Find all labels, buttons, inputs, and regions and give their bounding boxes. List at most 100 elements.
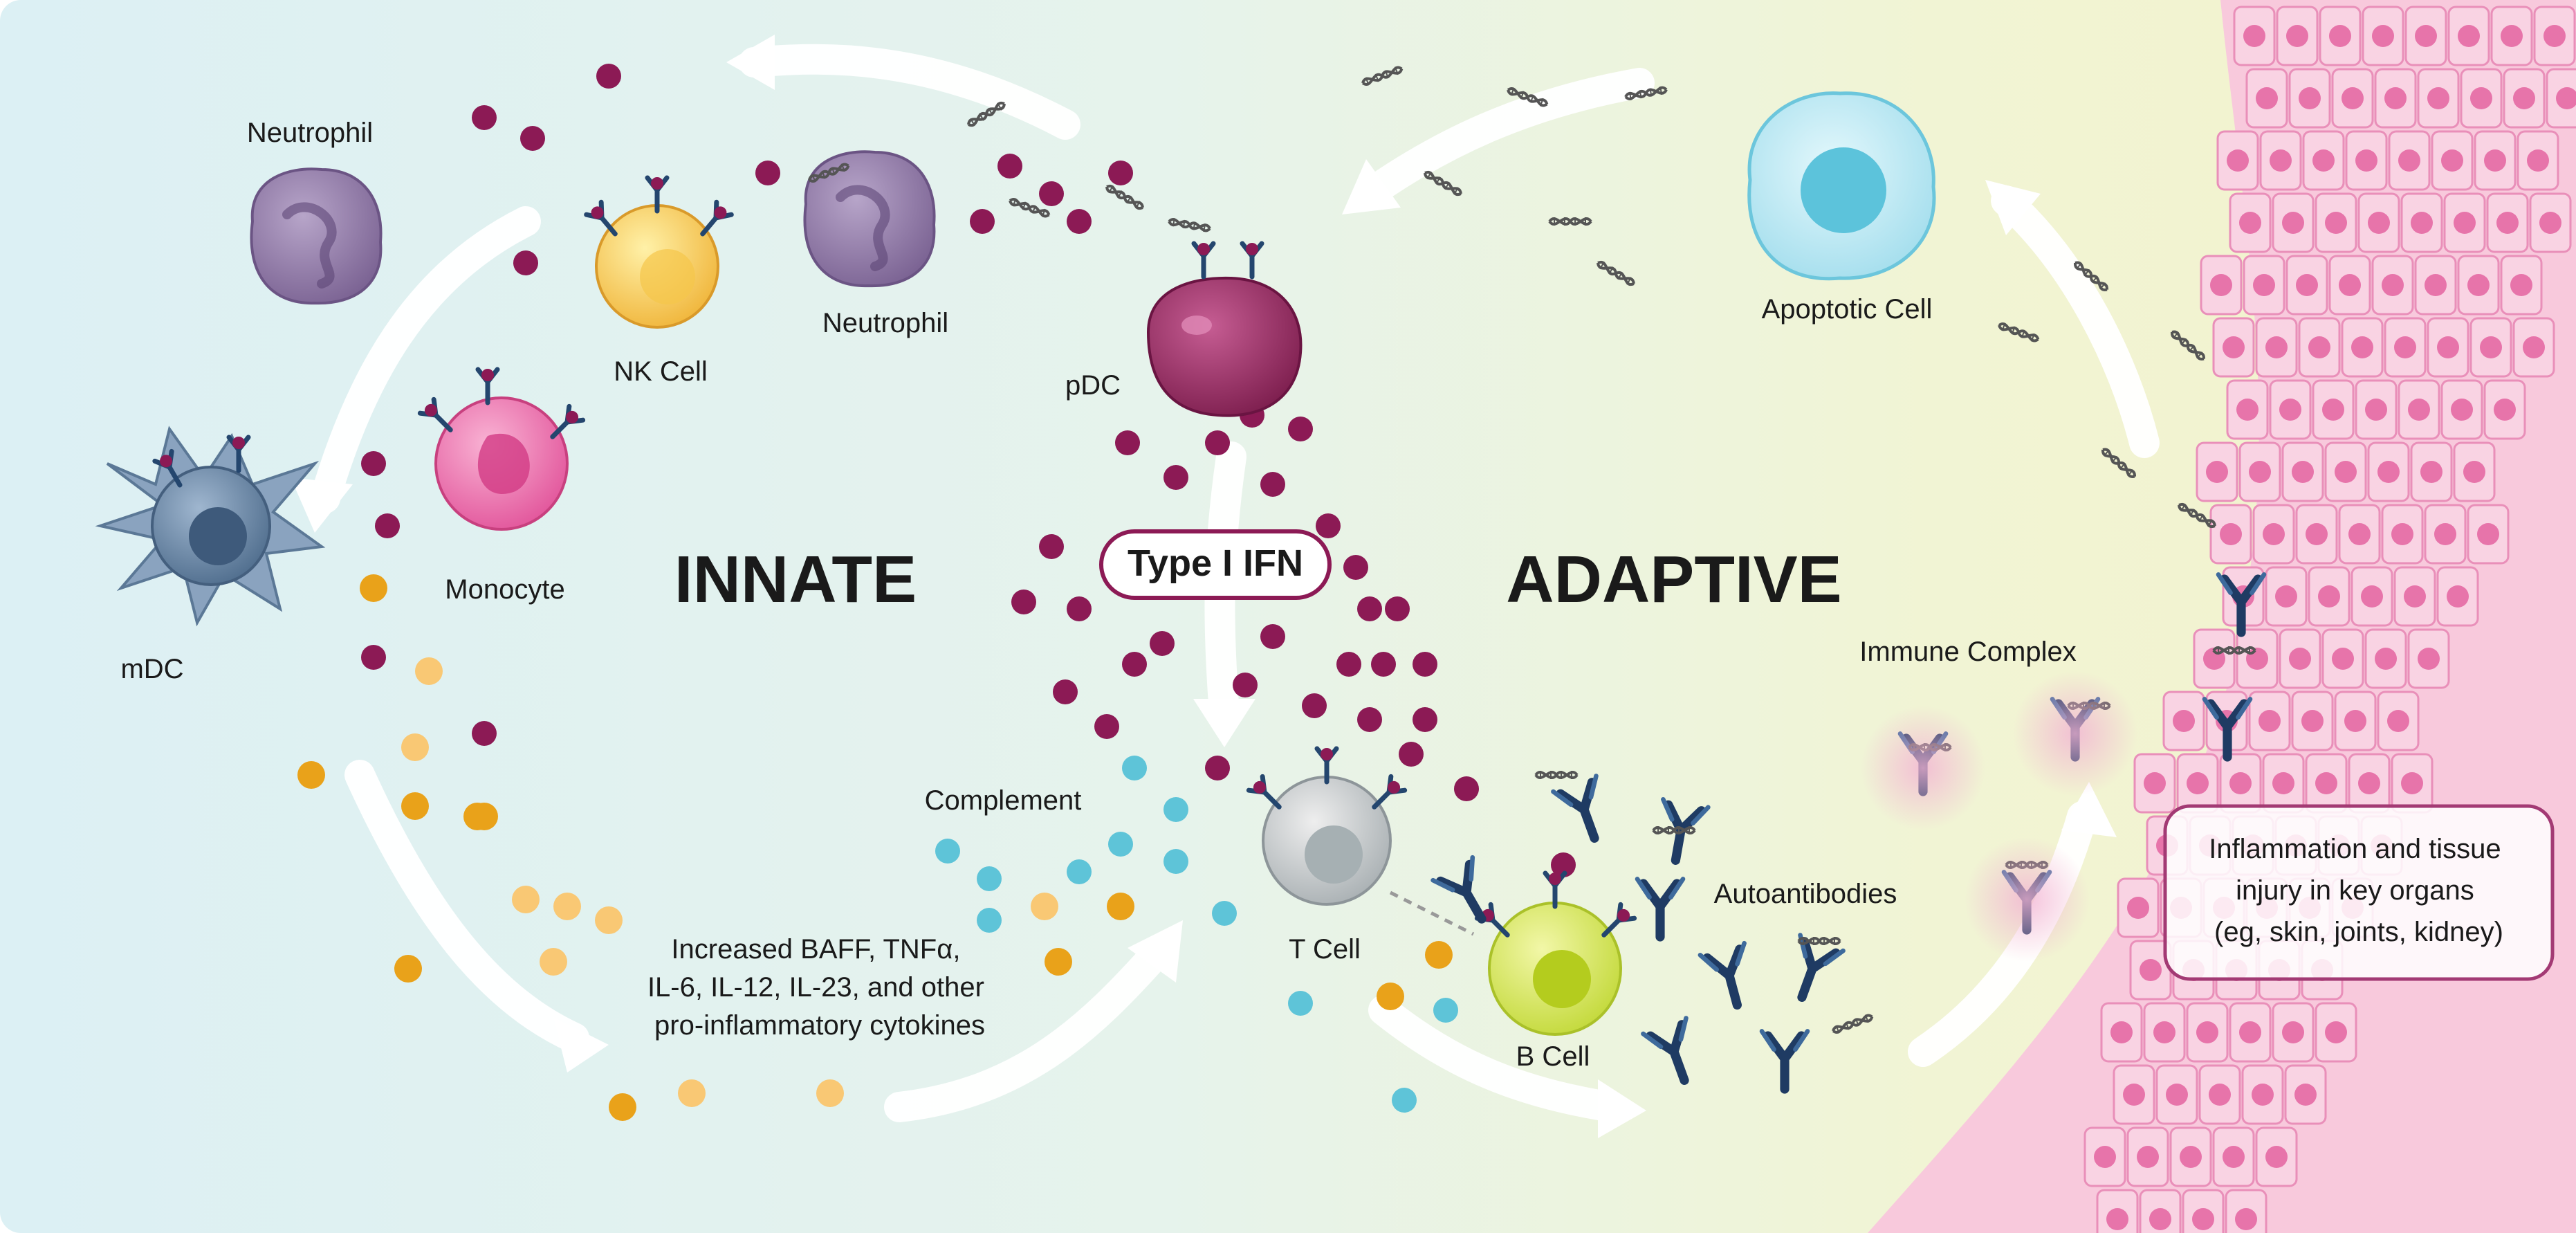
cytokine-dot: [415, 657, 443, 685]
tissue-cell: [2503, 68, 2546, 129]
neutrophil-left-cell: [250, 167, 383, 305]
tissue-cell: [2512, 317, 2555, 378]
tissue-cell: [2279, 628, 2321, 689]
cytokine-dot: [678, 1079, 706, 1107]
tissue-cell: [2371, 255, 2414, 316]
autoantibodies-label: Autoantibodies: [1714, 879, 1897, 909]
tissue-cell: [2100, 1002, 2143, 1063]
cytokine-dot: [595, 906, 623, 934]
tissue-cell: [2447, 6, 2490, 66]
cytokine-dot: [1045, 948, 1072, 976]
tissue-cell: [2533, 6, 2576, 66]
cytokine-dot: [1031, 893, 1058, 920]
cytokine-dot: [360, 574, 387, 602]
tissue-cell: [2410, 441, 2453, 502]
inflammation-line-2: injury in key organs: [2236, 875, 2474, 906]
cytokine-dot: [816, 1079, 844, 1107]
cytokine-dot: [609, 1093, 636, 1121]
complement-dot: [977, 866, 1002, 891]
tissue-cell: [2391, 753, 2434, 814]
tissue-cell: [2474, 130, 2517, 191]
interferon-dot: [1357, 596, 1382, 621]
cytokine-dot: [1107, 893, 1134, 920]
complement-dot: [1288, 991, 1313, 1016]
tissue-cell: [2398, 379, 2440, 440]
neutrophil-left-label: Neutrophil: [247, 118, 373, 148]
immune-complex-label: Immune Complex: [1859, 637, 2076, 667]
interferon-dot: [1205, 430, 1230, 455]
tissue-cell: [2345, 130, 2388, 191]
tissue-cell: [2364, 628, 2407, 689]
tissue-cell: [2291, 691, 2334, 751]
neutrophil-center-label: Neutrophil: [822, 308, 948, 338]
tissue-cell: [2404, 6, 2447, 66]
tissue-cell: [2374, 68, 2417, 129]
tissue-cell: [2236, 628, 2279, 689]
interferon-dot: [1357, 707, 1382, 732]
tissue-cell: [2298, 317, 2341, 378]
interferon-dot: [1067, 596, 1092, 621]
inflammation-line-1: Inflammation and tissue: [2209, 834, 2501, 864]
interferon-dot: [1233, 673, 1258, 697]
adaptive-heading: ADAPTIVE: [1506, 542, 1841, 616]
interferon-dot: [361, 451, 386, 476]
tissue-cell: [2357, 192, 2400, 253]
tissue-cell: [2469, 317, 2512, 378]
type-ifn-label: Type I IFN: [1128, 542, 1303, 584]
tissue-cell: [2262, 753, 2305, 814]
neutrophil-center-cell: [803, 150, 936, 288]
tissue-cell: [2176, 753, 2219, 814]
tissue-cell: [2233, 6, 2276, 66]
innate-heading: INNATE: [674, 542, 917, 616]
interferon-dot: [1053, 679, 1078, 704]
tissue-cell: [2182, 1189, 2225, 1233]
interferon-dot: [1316, 513, 1341, 538]
tissue-cell: [2272, 192, 2315, 253]
interferon-dot: [1115, 430, 1140, 455]
pdc-cell: [1146, 243, 1303, 417]
cytokine-dot: [394, 955, 422, 983]
tissue-cell: [2285, 255, 2328, 316]
interferon-dot: [1039, 181, 1064, 206]
cytokine-dot: [401, 792, 429, 820]
interferon-dot: [520, 126, 545, 151]
tissue-cell: [2265, 566, 2308, 627]
interferon-dot: [1336, 652, 1361, 677]
monocyte-cell: [420, 369, 584, 531]
tissue-cell: [2362, 6, 2404, 66]
tissue-cell: [2331, 68, 2374, 129]
cytokine-dot: [1377, 983, 1404, 1010]
tissue-cell: [2272, 1002, 2315, 1063]
pdc-label: pDC: [1065, 370, 1121, 401]
tissue-cell: [2417, 68, 2460, 129]
cytokines-line-1: Increased BAFF, TNFα,: [671, 934, 960, 965]
tissue-cell: [2219, 753, 2262, 814]
t-cell: [1249, 748, 1406, 906]
interferon-dot: [1094, 714, 1119, 739]
cytokines-label: Increased BAFF, TNFα, IL-6, IL-12, IL-23…: [647, 934, 992, 1041]
interferon-dot: [1163, 465, 1188, 490]
tissue-cell: [2350, 566, 2393, 627]
tissue-cell: [2328, 255, 2371, 316]
tissue-cell: [2288, 68, 2331, 129]
interferon-dot: [361, 645, 386, 670]
interferon-dot: [1260, 624, 1285, 649]
tissue-cell: [2486, 192, 2529, 253]
tissue-cell: [2490, 6, 2533, 66]
complement-dot: [1163, 797, 1188, 822]
cytokine-dot: [1425, 941, 1453, 969]
tissue-cell: [2460, 68, 2503, 129]
tissue-cell: [2198, 1064, 2241, 1125]
tissue-cell: [2225, 1189, 2267, 1233]
tissue-cell: [2500, 255, 2543, 316]
interferon-dot: [1413, 707, 1437, 732]
interferon-dot: [1039, 534, 1064, 559]
tissue-cell: [2252, 504, 2295, 565]
tissue-cell: [2338, 504, 2381, 565]
cytokine-dot: [470, 803, 498, 830]
b-cell: [1477, 873, 1635, 1036]
complement-dot: [935, 839, 960, 864]
tissue-cell: [2229, 192, 2272, 253]
complement-dot: [1108, 832, 1133, 857]
